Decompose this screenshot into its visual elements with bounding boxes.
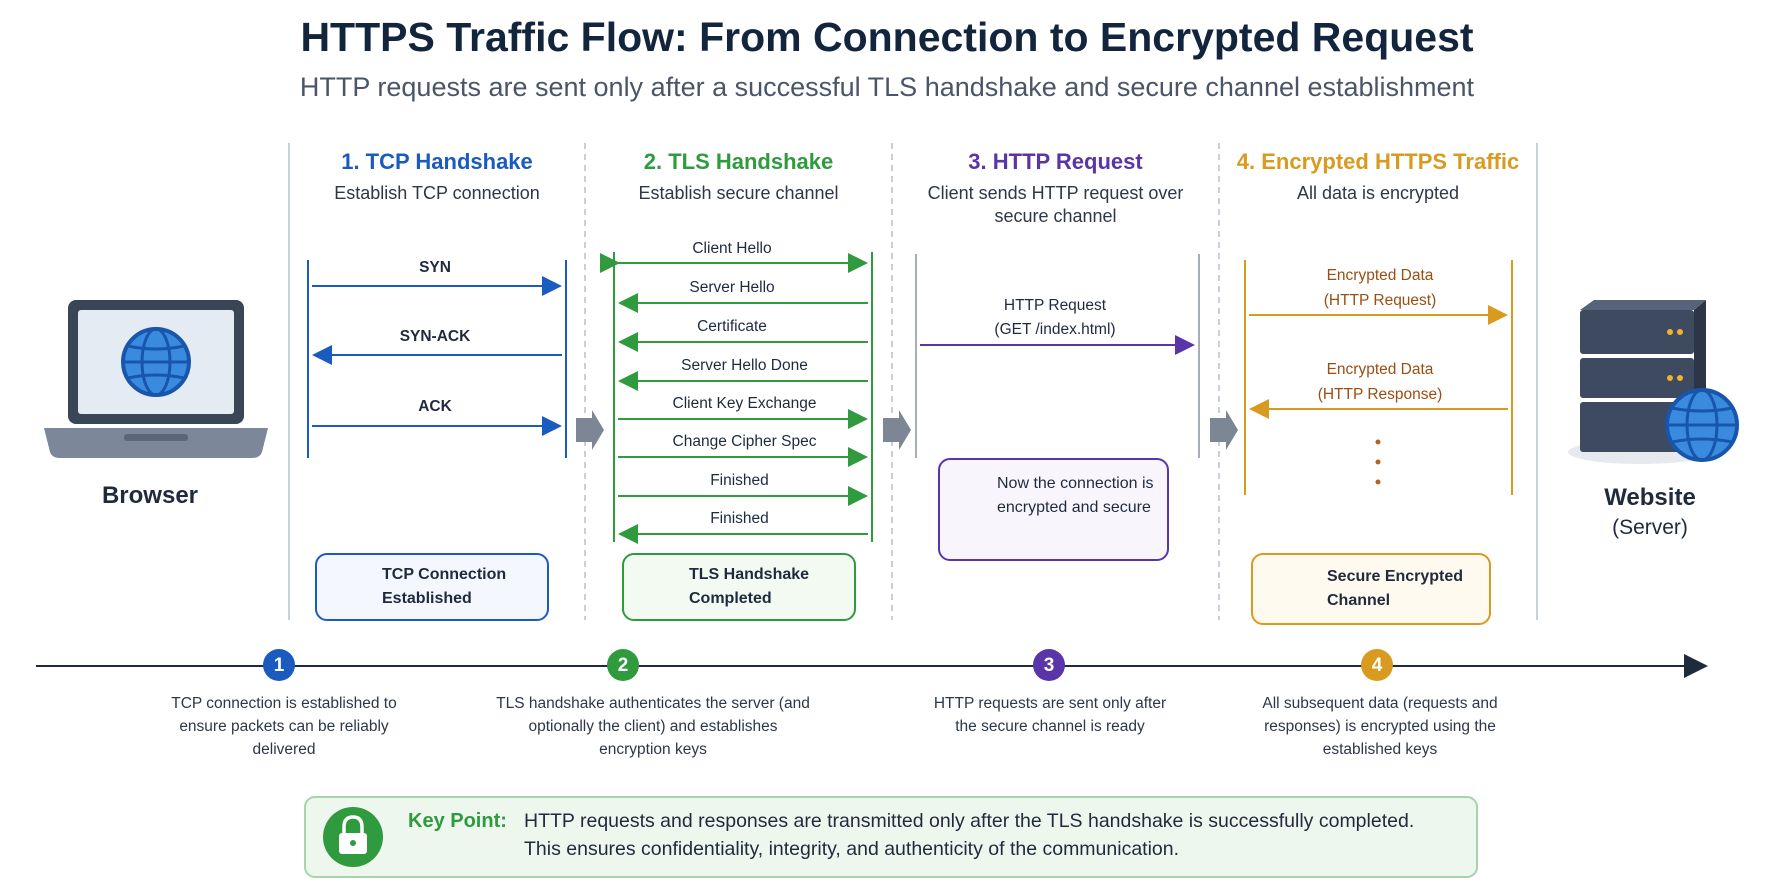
stage-arrows <box>576 410 1238 450</box>
tls-message-finished-server: Finished <box>710 510 769 527</box>
lock-icon-key-point <box>323 807 383 867</box>
status-box-tls: TLS Handshake Completed <box>622 553 856 621</box>
timeline-number-3: 3 <box>1043 655 1055 676</box>
encrypted-response-sub: (HTTP Response) <box>1317 386 1443 403</box>
timeline-text-2: TLS handshake authenticates the server (… <box>496 695 810 758</box>
status-box-secure: Secure Encrypted Channel <box>1251 553 1491 625</box>
timeline-text-4: All subsequent data (requests and respon… <box>1262 695 1498 758</box>
timeline-marker-4 <box>1361 649 1393 681</box>
timeline-text-1: TCP connection is established to ensure … <box>171 695 397 758</box>
column-subtitle-tls: Establish secure channel <box>638 183 839 203</box>
encrypted-response-label: Encrypted Data <box>1326 361 1434 378</box>
key-point-line2: This ensures confidentiality, integrity,… <box>524 838 1180 860</box>
column-title-http: 3. HTTP Request <box>968 149 1143 174</box>
status-box-tcp: TCP Connection Established <box>315 553 549 621</box>
timeline-marker-3 <box>1033 649 1065 681</box>
status-text-secure: Secure Encrypted Channel <box>1327 568 1464 609</box>
server-label: Website <box>1604 484 1696 511</box>
tls-message-client-key-exchange: Client Key Exchange <box>672 395 817 412</box>
tcp-message-syn: SYN <box>419 259 451 276</box>
tcp-sequence <box>307 260 567 458</box>
key-point-box <box>304 796 1478 878</box>
tcp-message-syn-ack: SYN-ACK <box>399 328 471 345</box>
http-sequence <box>915 254 1200 458</box>
page-title: HTTPS Traffic Flow: From Connection to E… <box>300 14 1474 60</box>
column-title-tcp: 1. TCP Handshake <box>341 149 533 174</box>
laptop-icon <box>44 300 268 458</box>
timeline-number-1: 1 <box>273 655 285 676</box>
encrypted-request-label: Encrypted Data <box>1326 267 1434 284</box>
http-request-label: HTTP Request <box>1003 297 1107 314</box>
tls-message-client-hello: Client Hello <box>692 240 772 257</box>
timeline-text-3: HTTP requests are sent only after the se… <box>933 695 1167 735</box>
tls-message-finished-client: Finished <box>710 472 769 489</box>
tls-message-certificate: Certificate <box>697 318 767 335</box>
encrypted-sequence <box>1244 260 1513 495</box>
tls-message-change-cipher-spec: Change Cipher Spec <box>672 433 817 450</box>
column-title-tls: 2. TLS Handshake <box>643 149 834 174</box>
status-box-http-note: Now the connection is encrypted and secu… <box>938 458 1169 561</box>
column-subtitle-encrypted: All data is encrypted <box>1296 183 1460 203</box>
timeline <box>36 649 1708 681</box>
page-subtitle: HTTP requests are sent only after a succ… <box>299 72 1475 102</box>
timeline-number-4: 4 <box>1371 655 1383 676</box>
status-text-tcp: TCP Connection Established <box>382 566 507 607</box>
column-subtitle-tcp: Establish TCP connection <box>334 183 540 203</box>
server-icon <box>1568 300 1739 464</box>
http-request-path: (GET /index.html) <box>994 321 1116 338</box>
tcp-message-ack: ACK <box>418 398 452 415</box>
timeline-marker-1 <box>263 649 295 681</box>
tls-message-server-hello-done: Server Hello Done <box>681 357 808 374</box>
key-point-line1: HTTP requests and responses are transmit… <box>524 810 1415 832</box>
tls-message-server-hello: Server Hello <box>689 279 775 296</box>
column-title-encrypted: 4. Encrypted HTTPS Traffic <box>1236 149 1520 174</box>
status-text-tls: TLS Handshake Completed <box>689 566 810 607</box>
server-sublabel: (Server) <box>1612 516 1688 539</box>
column-subtitle-http: Client sends HTTP request over secure ch… <box>927 183 1184 226</box>
status-text-http-note: Now the connection is encrypted and secu… <box>997 475 1154 516</box>
encrypted-request-sub: (HTTP Request) <box>1323 292 1437 309</box>
timeline-marker-2 <box>607 649 639 681</box>
timeline-number-2: 2 <box>617 655 629 676</box>
browser-label: Browser <box>101 482 199 509</box>
key-point-label: Key Point: <box>408 810 507 832</box>
tls-sequence <box>600 252 873 544</box>
